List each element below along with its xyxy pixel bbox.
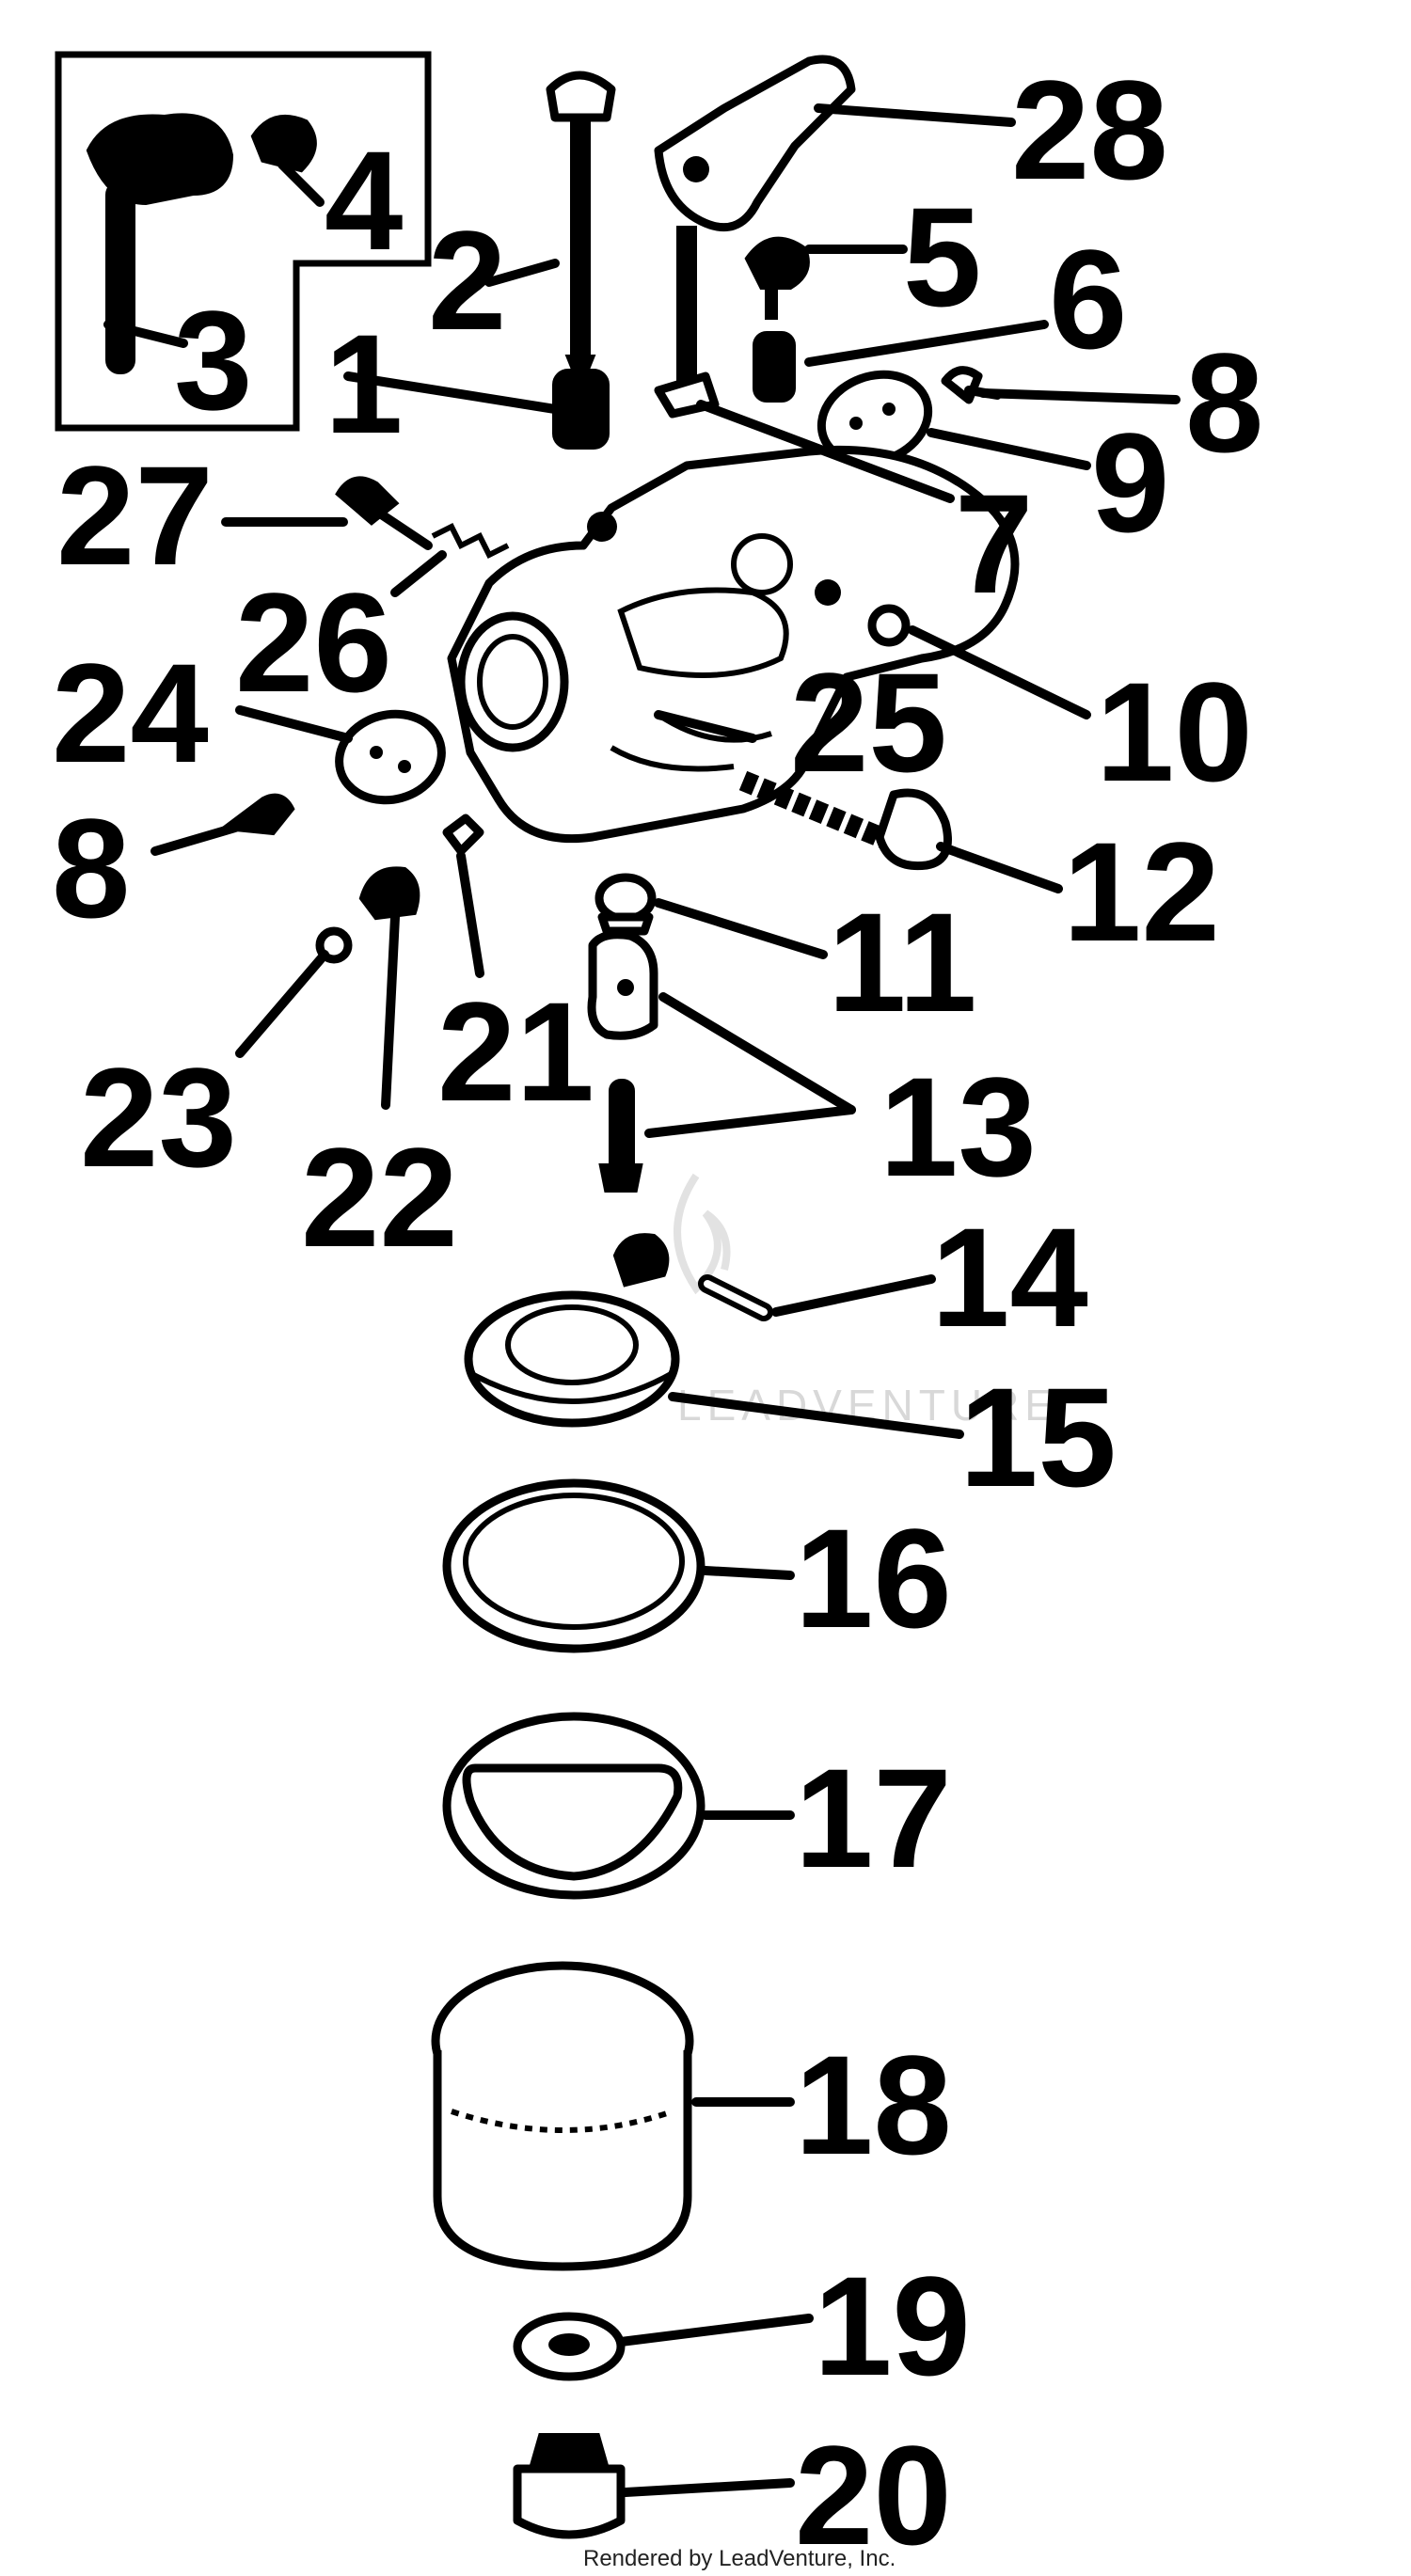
part-24-choke-plate bbox=[335, 709, 446, 805]
part-16-gasket bbox=[442, 1478, 706, 1653]
credit-text: Rendered by LeadVenture, Inc. bbox=[583, 2546, 896, 2571]
callout-2: 2 bbox=[428, 201, 506, 359]
part-13-float-valve bbox=[587, 930, 658, 1193]
part-11-valve bbox=[595, 873, 657, 936]
callout-8-left: 8 bbox=[52, 789, 130, 947]
part-28-throttle-lever bbox=[654, 55, 856, 419]
callout-13: 13 bbox=[880, 1048, 1037, 1206]
callout-22: 22 bbox=[301, 1118, 458, 1276]
part-2-needle-valve bbox=[546, 71, 616, 394]
part-26-spring bbox=[431, 522, 510, 560]
part-21-jet bbox=[442, 814, 484, 856]
callout-24: 24 bbox=[52, 634, 209, 792]
callout-14: 14 bbox=[931, 1198, 1088, 1356]
callout-20: 20 bbox=[795, 2416, 952, 2574]
callout-28: 28 bbox=[1011, 51, 1168, 209]
callout-15: 15 bbox=[959, 1358, 1117, 1516]
part-25-carburetor-body bbox=[447, 445, 1020, 844]
callout-8-top: 8 bbox=[1185, 324, 1263, 482]
callout-27: 27 bbox=[56, 436, 214, 594]
part-1-seat bbox=[552, 369, 610, 450]
part-27-screw bbox=[335, 476, 433, 550]
part-18-float-bowl bbox=[431, 1961, 694, 2271]
callout-9: 9 bbox=[1091, 403, 1169, 561]
callout-17: 17 bbox=[795, 1739, 952, 1897]
callout-26: 26 bbox=[235, 563, 392, 721]
part-15-float bbox=[464, 1233, 680, 1428]
callout-labels: 28 5 6 8 9 7 10 12 11 13 14 15 16 17 18 … bbox=[52, 51, 1263, 2574]
part-8-screw-left bbox=[218, 793, 295, 836]
leader-lines bbox=[103, 103, 1181, 2497]
part-19-washer bbox=[513, 2312, 626, 2381]
part-20-bowl-nut bbox=[513, 2433, 626, 2539]
callout-6: 6 bbox=[1049, 220, 1127, 378]
callout-3: 3 bbox=[174, 281, 252, 439]
callout-21: 21 bbox=[437, 972, 595, 1130]
callout-23: 23 bbox=[80, 1038, 237, 1196]
part-7-gasket-ref bbox=[696, 400, 955, 503]
part-12-bracket bbox=[738, 770, 952, 871]
callout-16: 16 bbox=[795, 1499, 952, 1657]
part-17-bowl-gasket bbox=[442, 1712, 706, 1900]
callout-19: 19 bbox=[814, 2247, 971, 2405]
inset-box bbox=[55, 51, 432, 432]
callout-25: 25 bbox=[790, 643, 947, 801]
callout-10: 10 bbox=[1096, 653, 1253, 811]
part-6-spring bbox=[753, 331, 796, 403]
part-14-pin bbox=[698, 1274, 773, 1321]
callout-11: 11 bbox=[828, 883, 977, 1041]
part-22-idle-valve bbox=[358, 866, 420, 921]
callout-4: 4 bbox=[325, 121, 403, 279]
part-4-screw bbox=[250, 115, 325, 207]
callout-5: 5 bbox=[903, 178, 981, 336]
callout-18: 18 bbox=[795, 2026, 952, 2184]
part-5-screw bbox=[744, 236, 810, 320]
callout-7: 7 bbox=[955, 465, 1033, 623]
part-10-plug bbox=[867, 604, 911, 647]
callout-1: 1 bbox=[325, 305, 403, 463]
callout-12: 12 bbox=[1063, 813, 1220, 971]
